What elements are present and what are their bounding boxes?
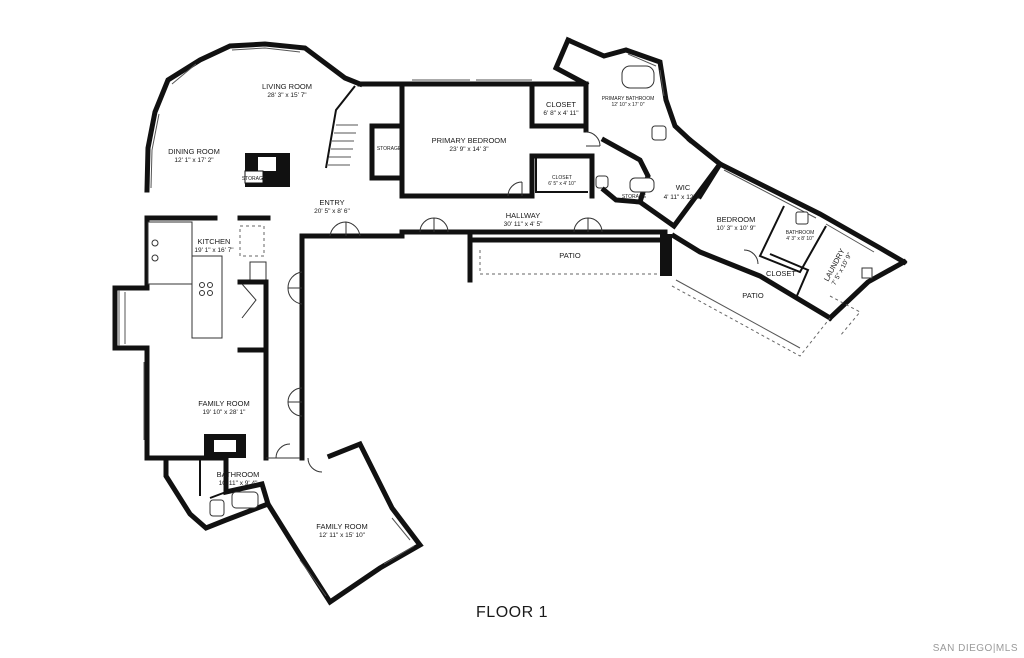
closet-1-dims: 6' 8" x 4' 11"	[543, 110, 579, 117]
living-room-dims: 28' 3" x 15' 7"	[267, 92, 307, 99]
family-room-main-label: FAMILY ROOM	[198, 399, 249, 408]
bathroom-small-dims: 4' 3" x 8' 10"	[786, 236, 814, 242]
bathroom-label: BATHROOM	[217, 470, 260, 479]
entry-dims: 20' 5" x 8' 6"	[314, 208, 350, 215]
bedroom-label: BEDROOM	[717, 215, 756, 224]
patio-center-label: PATIO	[559, 251, 581, 260]
primary-bathroom-label: PRIMARY BATHROOM	[602, 96, 655, 102]
dining-room-dims: 12' 1" x 17' 2"	[174, 157, 214, 164]
entry-walls	[263, 217, 668, 461]
south-walls	[143, 362, 424, 606]
kitchen-dims: 19' 1" x 16' 7"	[194, 247, 234, 254]
closet-3-label: CLOSET	[766, 269, 796, 278]
closet-2-dims: 6' 5" x 4' 10"	[548, 181, 576, 187]
living-room-label: LIVING ROOM	[262, 82, 312, 91]
dining-room-label: DINING ROOM	[168, 147, 220, 156]
kitchen-label: KITCHEN	[198, 237, 231, 246]
entry-label: ENTRY	[319, 198, 344, 207]
storage-bath-label: STORAGE	[622, 194, 647, 200]
center-patio	[467, 233, 672, 283]
kitchen-island	[191, 255, 223, 339]
closet-2-label: CLOSET	[552, 175, 572, 181]
hallway-label: HALLWAY	[506, 211, 540, 220]
closet-1-label: CLOSET	[546, 100, 576, 109]
primary-bedroom-label: PRIMARY BEDROOM	[432, 136, 507, 145]
living-dining-walls	[144, 41, 405, 193]
primary-suite-walls	[399, 36, 694, 205]
primary-bathroom-dims: 12' 10" x 17' 0"	[612, 102, 645, 108]
hallway-dims: 30' 11" x 4' 5"	[504, 221, 543, 228]
mls-watermark: SAN DIEGO|MLS	[932, 643, 1018, 654]
family-room-main-dims: 19' 10" x 28' 1"	[203, 409, 247, 416]
storage-fireplace-label: STORAGE	[242, 176, 267, 182]
bathroom-small-label: BATHROOM	[786, 230, 815, 236]
primary-bedroom-dims: 23' 9" x 14' 3"	[449, 146, 489, 153]
fireplace-icon	[244, 153, 290, 187]
wic-dims: 4' 11" x 12' 0"	[664, 194, 703, 201]
patio-east-label: PATIO	[742, 291, 764, 300]
kitchen-walls	[112, 215, 271, 461]
family-room-south-label: FAMILY ROOM	[316, 522, 367, 531]
floor-title: FLOOR 1	[476, 604, 548, 621]
bathroom-dims: 10' 11" x 9' 4"	[219, 480, 258, 487]
east-wing-walls	[636, 136, 908, 357]
bedroom-dims: 10' 3" x 10' 9"	[716, 225, 756, 232]
family-room-south-dims: 12' 11" x 15' 10"	[319, 532, 366, 539]
storage-stairs-label: STORAGE	[377, 146, 402, 152]
wic-label: WIC	[676, 183, 691, 192]
